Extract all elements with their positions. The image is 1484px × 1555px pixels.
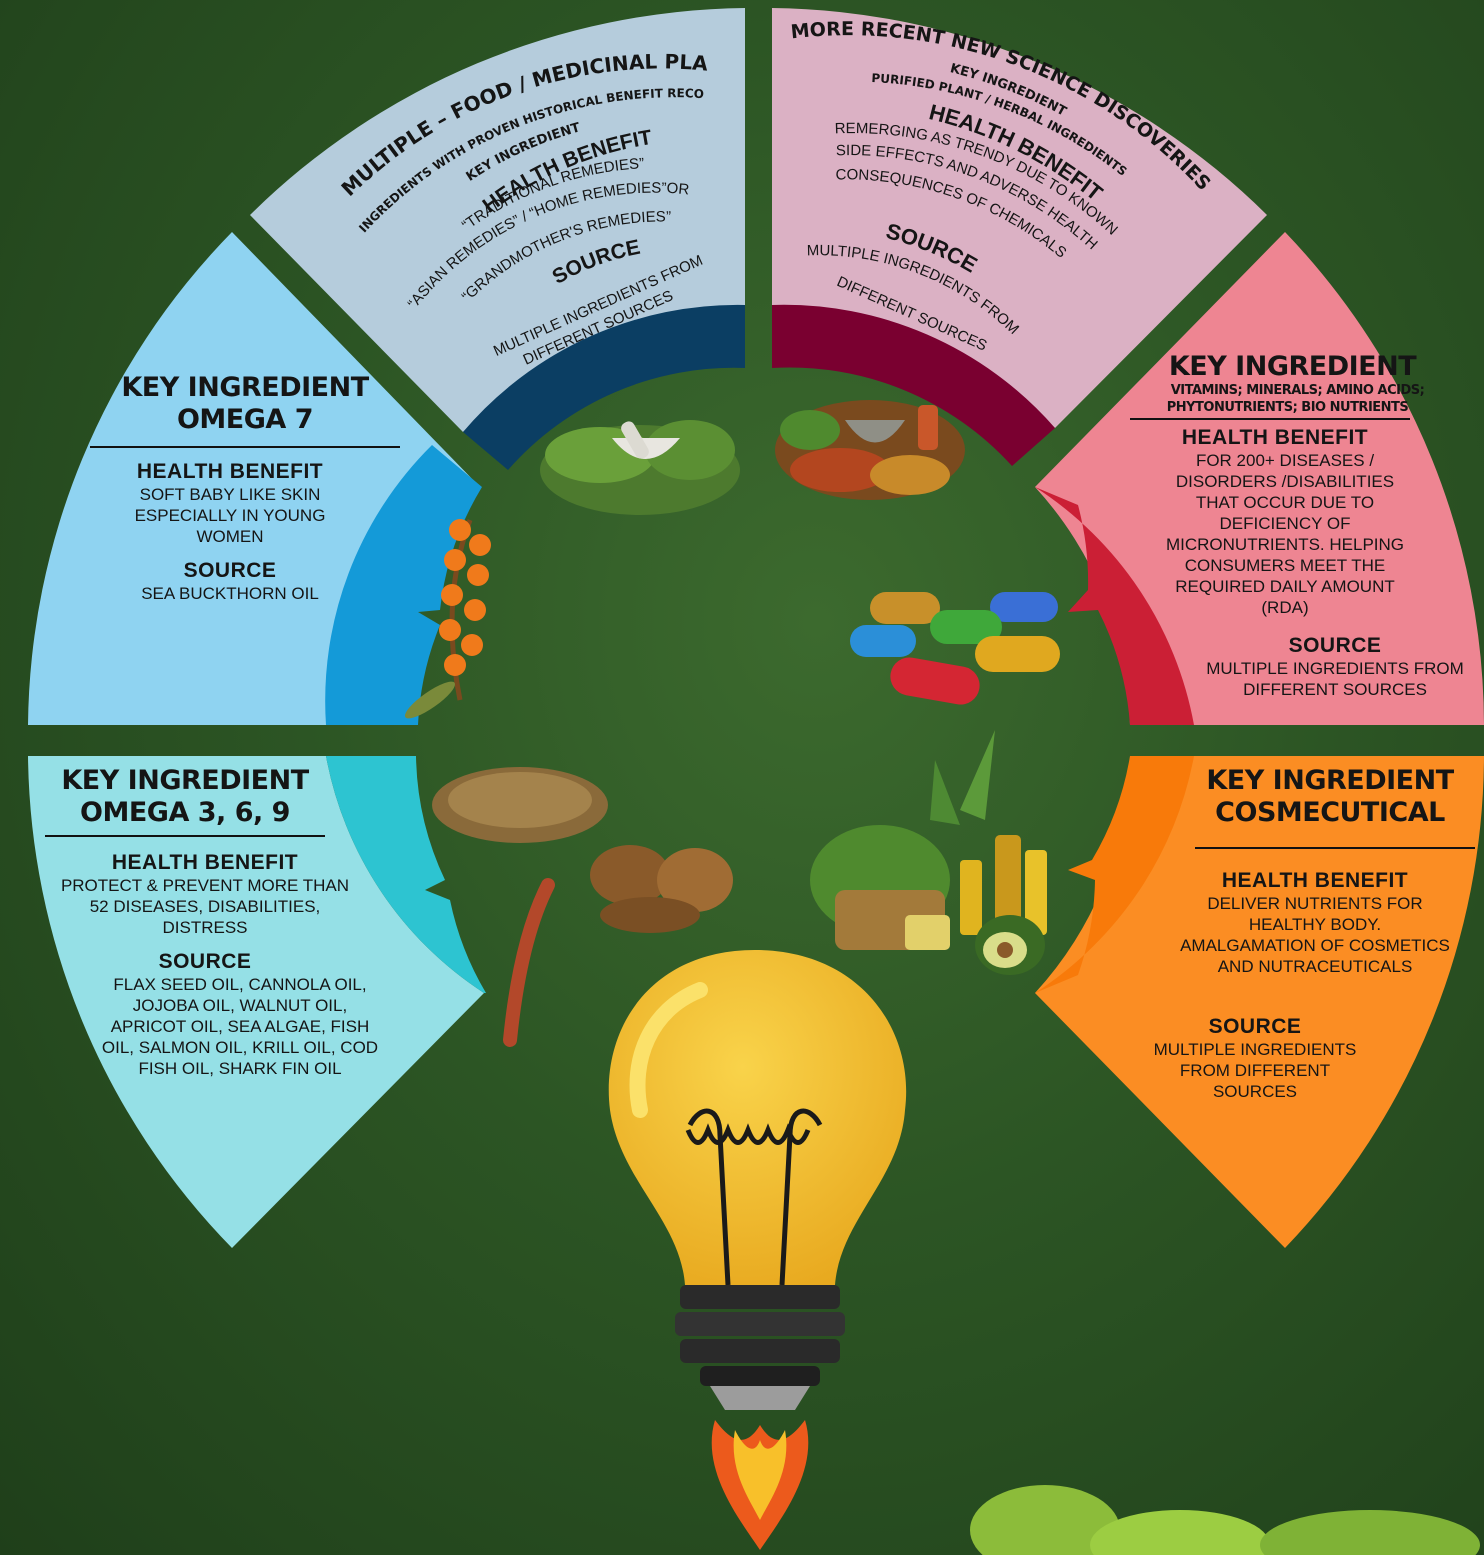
mortar-herbs-icon [540, 420, 740, 515]
omega7-key-title: OMEGA 7 [176, 404, 314, 435]
cosmeceutical-key-label: KEY INGREDIENT [1206, 765, 1454, 796]
walnuts-icon [590, 845, 733, 933]
omega7-source-label: SOURCE [183, 559, 277, 582]
flax-seeds-icon [432, 767, 608, 843]
plant-leaves-icon [970, 1485, 1480, 1555]
vitamins-key-desc1: VITAMINS; MINERALS; AMINO ACIDS; [1170, 383, 1425, 398]
segment-vitamins [1035, 232, 1484, 725]
divider [1130, 418, 1410, 420]
herbs-oils-basket-icon [810, 730, 1047, 975]
segment-cosmeceutical [1035, 756, 1484, 1248]
omega369-health-label: HEALTH BENEFIT [111, 851, 299, 874]
omega369-health-text: PROTECT & PREVENT MORE THAN 52 DISEASES,… [60, 876, 350, 937]
omega7-key-label: KEY INGREDIENT [121, 372, 369, 403]
vitamins-source-label: SOURCE [1288, 634, 1382, 657]
vitamins-key-label: KEY INGREDIENT [1168, 351, 1417, 382]
omega7-health-label: HEALTH BENEFIT [136, 460, 324, 483]
sea-buckthorn-icon [405, 519, 491, 719]
omega369-key-title: OMEGA 3, 6, 9 [80, 797, 290, 828]
divider [45, 835, 325, 837]
cosmeceutical-key-title: COSMECUTICAL [1215, 797, 1445, 828]
divider [90, 446, 400, 448]
omega369-text: KEY INGREDIENT OMEGA 3, 6, 9 HEALTH BENE… [45, 765, 385, 1079]
cosmeceutical-health-text: DELIVER NUTRIENTS FOR HEALTHY BODY. AMAL… [1180, 894, 1450, 976]
segment-science [772, 8, 1267, 466]
vitamins-health-label: HEALTH BENEFIT [1181, 426, 1369, 449]
omega7-text: KEY INGREDIENT OMEGA 7 HEALTH BENEFIT SO… [90, 372, 400, 604]
vitamins-text: KEY INGREDIENT VITAMINS; MINERALS; AMINO… [1125, 352, 1480, 700]
cosmeceutical-health-label: HEALTH BENEFIT [1221, 869, 1409, 892]
omega7-source-text: SEA BUCKTHORN OIL [141, 584, 319, 603]
cosmeceutical-text: KEY INGREDIENT COSMECUTICAL HEALTH BENEF… [1140, 765, 1480, 1102]
spices-mortar-icon [775, 400, 965, 500]
rocket-flame-icon [711, 1420, 809, 1550]
cosmeceutical-source-label: SOURCE [1208, 1015, 1302, 1038]
shrimp-icon [503, 878, 555, 1047]
divider [1195, 847, 1475, 849]
omega369-source-text: FLAX SEED OIL, CANNOLA OIL, JOJOBA OIL, … [101, 975, 379, 1078]
vitamins-health-text: FOR 200+ DISEASES / DISORDERS /DISABILIT… [1165, 451, 1405, 617]
omega7-health-text: SOFT BABY LIKE SKIN ESPECIALLY IN YOUNG … [134, 485, 326, 546]
vitamins-key-desc2: PHYTONUTRIENTS; BIO NUTRIENTS [1166, 400, 1409, 415]
vitamins-source-text: MULTIPLE INGREDIENTS FROM DIFFERENT SOUR… [1206, 659, 1464, 699]
segment-omega7 [28, 232, 482, 725]
segment-omega369 [28, 756, 486, 1248]
segment-food [250, 8, 745, 470]
omega369-source-label: SOURCE [158, 950, 252, 973]
cosmeceutical-source-text: MULTIPLE INGREDIENTS FROM DIFFERENT SOUR… [1153, 1040, 1357, 1101]
vitamin-capsules-icon [850, 592, 1060, 705]
omega369-key-label: KEY INGREDIENT [61, 765, 309, 796]
lightbulb-icon [608, 950, 907, 1410]
